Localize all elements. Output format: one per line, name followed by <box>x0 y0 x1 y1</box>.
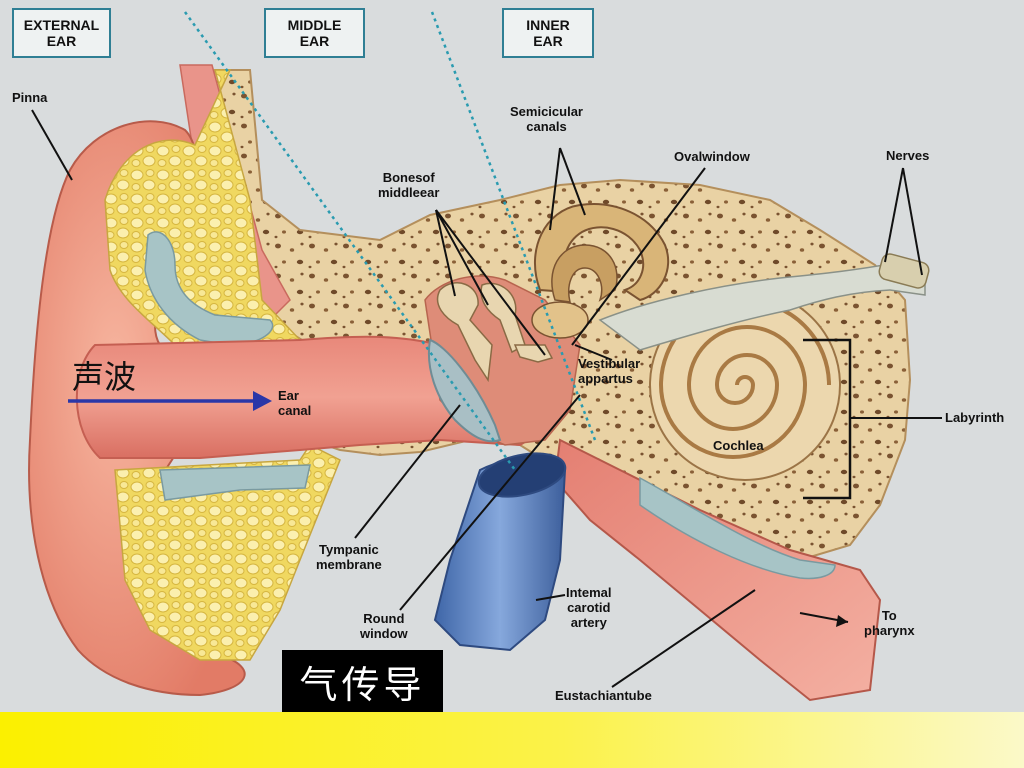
air-conduction-label: 气传导 <box>299 663 426 707</box>
footer-band <box>0 712 1024 768</box>
label-ear-canal: Ear canal <box>278 388 312 418</box>
leader-eustachian <box>611 589 756 688</box>
label-eustachian-tube: Eustachiantube <box>555 688 652 703</box>
semicircular-canal-loop <box>551 244 618 303</box>
label-bones-middle-ear: Bonesof middleear <box>378 170 440 200</box>
label-to-pharynx: To pharynx <box>864 608 915 638</box>
section-inner-ear: INNER EAR <box>502 8 594 58</box>
leader-nerves-2 <box>902 167 923 276</box>
label-tympanic-membrane: Tympanic membrane <box>316 542 382 572</box>
leader-bones-2 <box>435 209 489 306</box>
tympanic-membrane-shape <box>428 338 502 443</box>
air-conduction-box: 气传导 <box>282 650 443 713</box>
leader-bones-1 <box>435 209 456 297</box>
label-vestibular-apparatus: Vestibular appartus <box>578 356 641 386</box>
sound-wave-label: 声波 <box>72 358 137 396</box>
leader-tympanic <box>354 404 461 539</box>
labyrinth-bracket <box>803 338 852 500</box>
label-semicircular-canals: Semicicular canals <box>510 104 583 134</box>
leader-carotid <box>535 594 566 601</box>
label-pinna: Pinna <box>12 90 48 105</box>
nerve-stub <box>878 253 930 289</box>
section-middle-ear: MIDDLE EAR <box>264 8 365 58</box>
label-oval-window: Ovalwindow <box>674 149 750 164</box>
carotid-lumen <box>477 452 567 498</box>
leader-semicircular-1 <box>549 147 561 231</box>
stapes <box>513 344 554 363</box>
section-external-ear: EXTERNAL EAR <box>12 8 111 58</box>
cartilage-upper <box>144 231 274 346</box>
leader-pinna <box>31 109 73 181</box>
divider-external-middle <box>183 11 517 471</box>
semicircular-canals-shape <box>534 203 670 302</box>
sound-wave-arrow-head <box>253 391 272 411</box>
leader-semicircular-2 <box>559 147 586 216</box>
eustachian-tube-shape <box>553 438 882 702</box>
vestibule-shape <box>531 301 589 339</box>
cartilage-lower <box>159 464 311 501</box>
label-round-window: Round window <box>360 611 408 641</box>
leader-nerves-1 <box>884 167 904 263</box>
label-labyrinth: Labyrinth <box>945 410 1005 425</box>
ear-canal-shape <box>75 335 546 459</box>
malleus <box>436 282 493 383</box>
tube-cartilage <box>639 476 836 580</box>
label-internal-carotid-artery: Intemal carotid artery <box>566 585 612 630</box>
leader-round-window <box>399 394 581 611</box>
leader-oval-window <box>571 167 706 346</box>
label-cochlea: Cochlea <box>713 438 764 453</box>
leader-bones-3 <box>435 209 546 356</box>
leader-vestibular <box>574 344 613 361</box>
label-nerves: Nerves <box>886 148 930 163</box>
